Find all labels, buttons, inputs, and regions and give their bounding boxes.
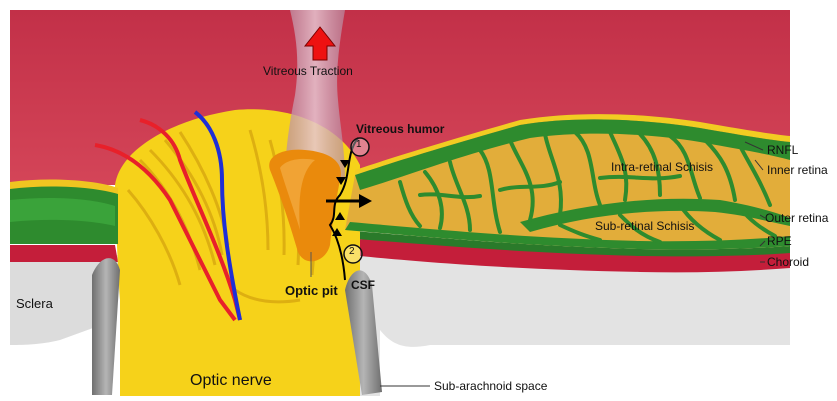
choroid-left: [10, 245, 118, 262]
meningeal-sheath-left: [92, 258, 120, 395]
label-inner-retina: Inner retina: [767, 163, 828, 177]
label-rpe: RPE: [767, 234, 792, 248]
label-step-2: 2: [349, 246, 355, 257]
label-sub-arachnoid-space: Sub-arachnoid space: [434, 379, 547, 393]
label-csf: CSF: [351, 278, 375, 292]
label-vitreous-humor: Vitreous humor: [356, 122, 444, 136]
label-choroid: Choroid: [767, 255, 809, 269]
label-optic-pit: Optic pit: [285, 283, 338, 298]
label-intra-retinal-schisis: Intra-retinal Schisis: [611, 160, 713, 174]
label-sclera: Sclera: [16, 296, 53, 311]
label-step-1: 1: [356, 139, 362, 150]
label-optic-nerve: Optic nerve: [190, 372, 272, 390]
label-vitreous-traction: Vitreous Traction: [263, 64, 353, 78]
label-rnfl: RNFL: [767, 143, 798, 157]
label-sub-retinal-schisis: Sub-retinal Schisis: [595, 219, 694, 233]
label-outer-retina: Outer retina: [765, 211, 828, 225]
